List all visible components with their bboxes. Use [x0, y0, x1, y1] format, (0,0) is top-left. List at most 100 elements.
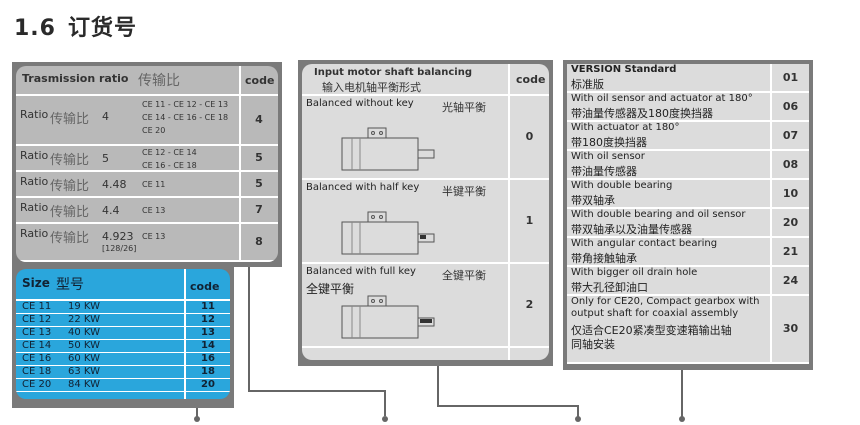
version-row: With oil sensor and actuator at 180°带油量传… — [567, 93, 809, 122]
transmission-title-cn: 传输比 — [138, 73, 180, 89]
ratio-code: 8 — [255, 235, 263, 248]
size-power: 84 KW — [68, 379, 100, 390]
version-cn: 带双轴承 — [571, 194, 615, 207]
version-row: With actuator at 180° 带180度换挡器 07 — [567, 122, 809, 151]
ratio-label-cn: 传输比 — [50, 112, 90, 127]
version-row: With bigger oil drain hole 带大孔径卸油口 24 — [567, 267, 809, 296]
ratio-code: 5 — [255, 177, 263, 190]
size-code: 14 — [201, 340, 215, 351]
ratio-ce-item: CE 13 — [142, 232, 166, 241]
motor-drawing — [341, 211, 435, 255]
version-en: Only for CE20, Compact gearbox with outp… — [571, 296, 760, 319]
balancing-code: 1 — [525, 214, 534, 227]
size-title-en: Size — [22, 276, 50, 290]
connector-dot — [194, 416, 200, 422]
size-power: 50 KW — [68, 340, 100, 351]
balancing-code: 0 — [525, 130, 534, 143]
version-en: With bigger oil drain hole — [571, 267, 698, 278]
balancing-code-label: code — [516, 73, 546, 86]
balancing-title-en: Input motor shaft balancing — [314, 67, 472, 78]
version-en: With double bearing and oil sensor — [571, 209, 746, 220]
ratio-ce-item: CE 14 - CE 16 - CE 18 — [142, 113, 229, 122]
version-cn: 带180度换挡器 — [571, 136, 647, 149]
size-code: 16 — [201, 353, 215, 364]
version-en: With double bearing — [571, 180, 673, 191]
size-code: 12 — [201, 314, 215, 325]
size-row: CE 13 40 KW 13 — [16, 327, 230, 340]
ratio-ce-list: CE 13 — [142, 230, 165, 243]
ratio-label: Ratio — [20, 201, 49, 214]
balancing-cn: 半键平衡 — [442, 185, 486, 198]
version-code: 07 — [782, 128, 799, 142]
ratio-code: 7 — [255, 203, 263, 216]
transmission-title-en: Trasmission ratio — [22, 72, 129, 85]
ratio-label-cn: 传输比 — [50, 231, 90, 246]
ratio-label: Ratio — [20, 175, 49, 188]
version-cn: 带角接触轴承 — [571, 252, 637, 265]
size-row: CE 12 22 KW 12 — [16, 314, 230, 327]
ratio-sub: [128/26] — [102, 244, 137, 253]
motor-drawing — [341, 295, 435, 339]
version-cn: 带油量传感器 — [571, 165, 637, 178]
size-model: CE 12 — [22, 314, 52, 325]
connector-line — [681, 370, 683, 417]
connector-line — [248, 267, 250, 391]
version-en: With oil sensor and actuator at 180° — [571, 93, 753, 104]
size-model: CE 14 — [22, 340, 52, 351]
ratio-ce-list: CE 13 — [142, 204, 165, 217]
size-row: CE 20 84 KW 20 — [16, 379, 230, 392]
size-model: CE 20 — [22, 379, 52, 390]
version-en: With actuator at 180° — [571, 122, 680, 133]
balancing-en: Balanced with half key — [306, 182, 420, 193]
size-model: CE 11 — [22, 301, 52, 312]
transmission-code-label: code — [245, 74, 275, 87]
version-code: 08 — [782, 157, 799, 171]
version-cn: 标准版 — [571, 78, 604, 91]
version-code: 21 — [782, 244, 799, 258]
connector-dot — [382, 416, 388, 422]
version-cn: 带大孔径卸油口 — [571, 281, 648, 294]
ratio-value: 4.4 — [102, 204, 120, 217]
connector-line — [248, 390, 386, 392]
transmission-header: Trasmission ratio 传输比 code — [16, 66, 278, 96]
ratio-ce-item: CE 16 - CE 18 — [142, 161, 197, 170]
balancing-title-cn: 输入电机轴平衡形式 — [322, 81, 421, 94]
balancing-header: Input motor shaft balancing 输入电机轴平衡形式 co… — [302, 64, 549, 96]
size-code-label: code — [190, 280, 220, 293]
balancing-panel: Input motor shaft balancing 输入电机轴平衡形式 co… — [298, 60, 553, 366]
ratio-value: 4.48 — [102, 178, 127, 191]
size-power: 22 KW — [68, 314, 100, 325]
connector-line — [384, 390, 386, 416]
balancing-cn2: 全键平衡 — [306, 282, 355, 296]
version-row: Only for CE20, Compact gearbox with outp… — [567, 296, 809, 364]
ratio-code: 4 — [255, 113, 263, 126]
size-model: CE 18 — [22, 366, 52, 377]
version-code: 24 — [782, 273, 799, 287]
ratio-label-cn: 传输比 — [50, 153, 90, 168]
connector-line — [196, 408, 198, 418]
size-code: 13 — [201, 327, 215, 338]
size-code: 20 — [201, 379, 215, 390]
size-code: 11 — [201, 301, 215, 312]
ratio-label: Ratio — [20, 108, 49, 121]
size-model: CE 13 — [22, 327, 52, 338]
size-power: 40 KW — [68, 327, 100, 338]
size-title-cn: 型号 — [56, 277, 84, 293]
